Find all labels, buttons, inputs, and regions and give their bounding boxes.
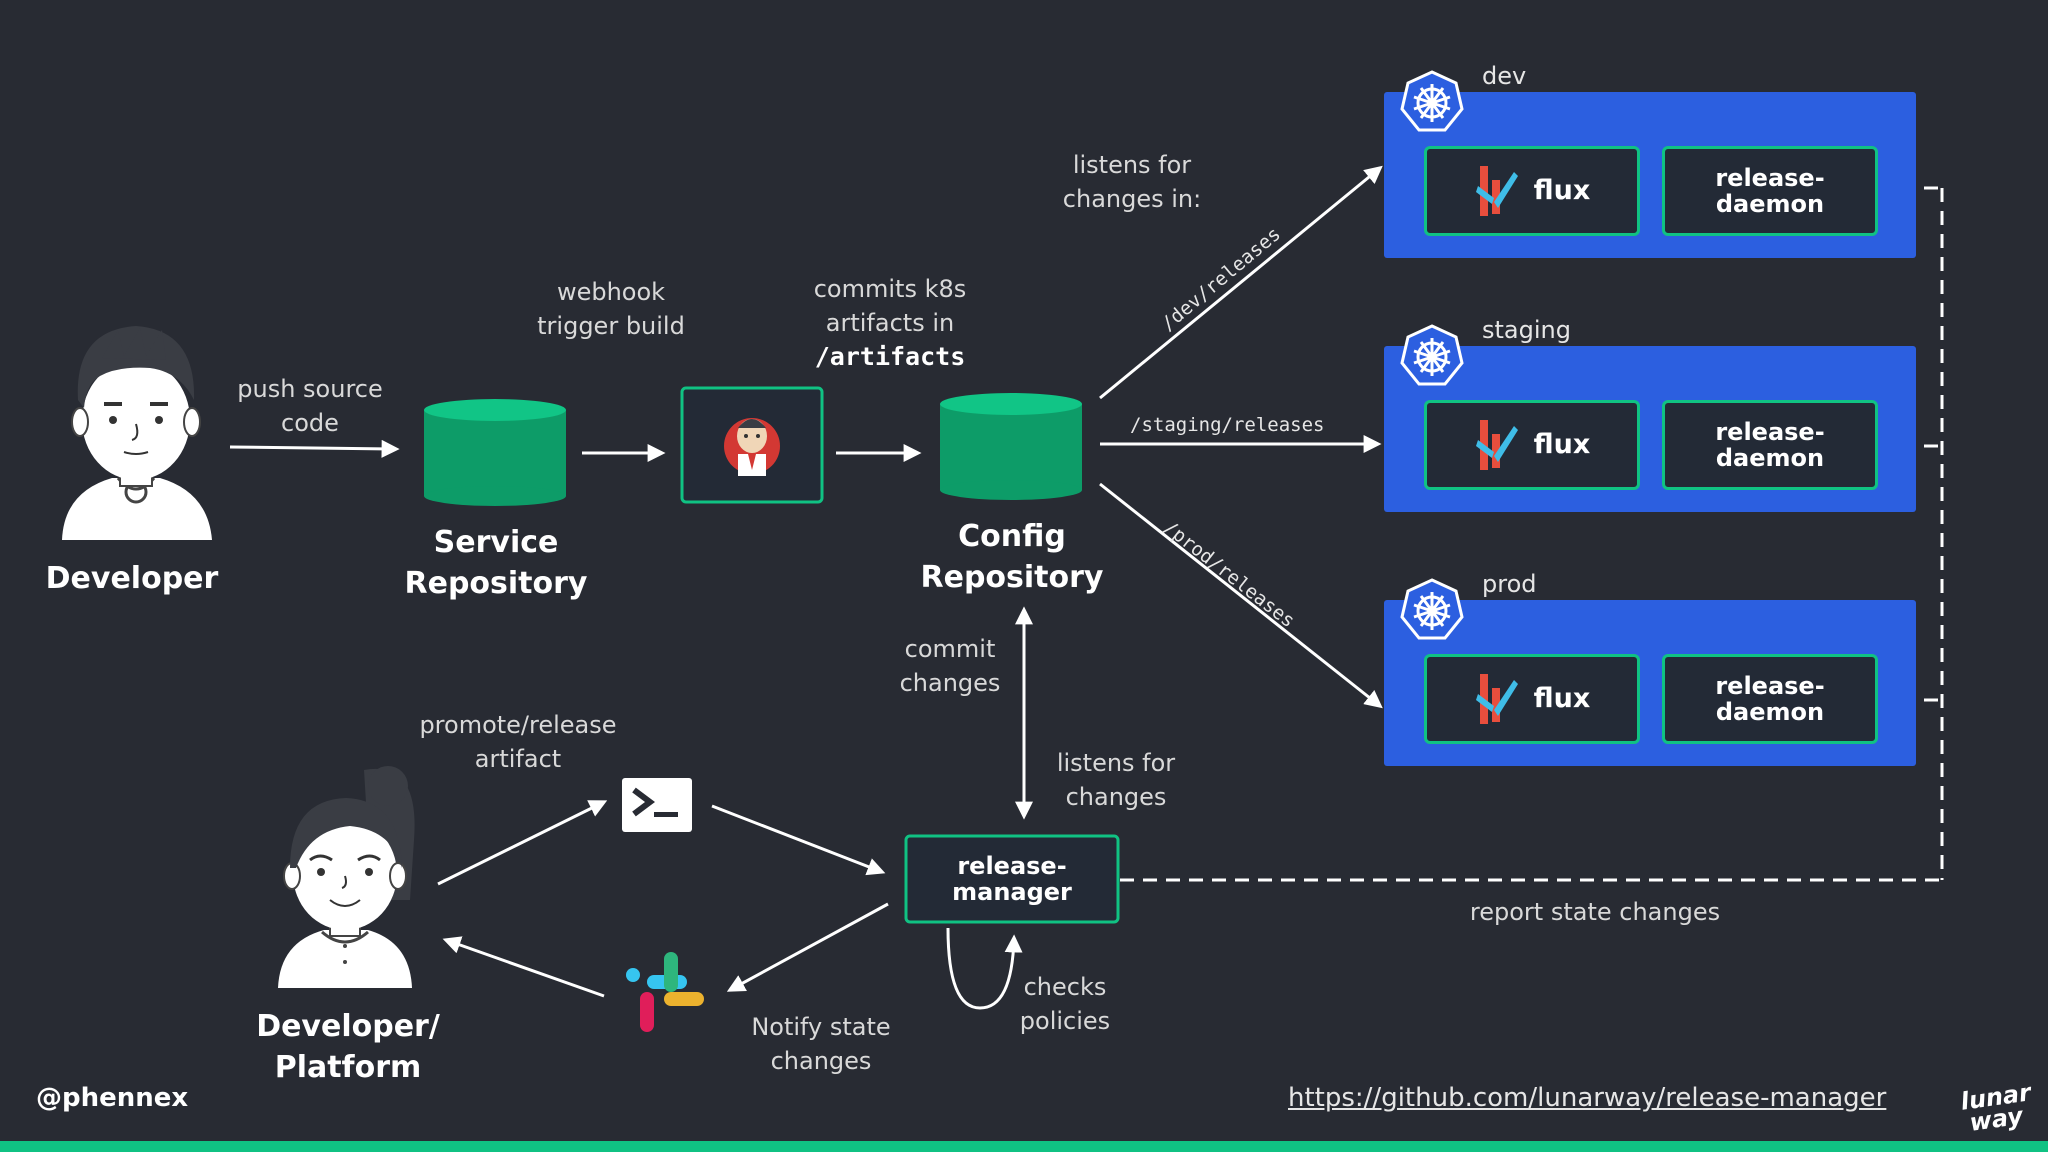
flux-component-staging: flux <box>1424 400 1640 490</box>
developer-label: Developer <box>45 561 219 596</box>
config-repository-database-icon <box>940 393 1082 500</box>
env-name-staging: staging <box>1482 316 1571 344</box>
arrow-slack-to-dev <box>442 936 605 998</box>
flux-label: flux <box>1533 683 1591 714</box>
jenkins-icon <box>724 418 780 476</box>
report-dashed-lines <box>1120 186 1944 882</box>
repository-link[interactable]: https://github.com/lunarway/release-mana… <box>1288 1083 1887 1113</box>
arrow-prod <box>1099 482 1383 709</box>
developer-avatar <box>62 326 212 540</box>
release-manager-label: release-manager <box>952 852 1072 906</box>
developer-platform-label: Developer/Platform <box>256 1009 440 1085</box>
arrow-push-source <box>229 439 400 458</box>
release-daemon-dev: release-daemon <box>1662 146 1878 236</box>
jenkins-node <box>680 386 824 504</box>
release-daemon-staging: release-daemon <box>1662 400 1878 490</box>
flux-icon <box>1475 674 1518 724</box>
terminal-icon <box>622 778 692 832</box>
developer-platform-avatar <box>278 766 415 988</box>
release-manager-box <box>904 834 1120 924</box>
flux-label: flux <box>1533 175 1591 206</box>
arrow-manager-to-slack <box>726 902 889 992</box>
flux-icon <box>1475 420 1518 470</box>
bottom-accent-bar <box>0 1141 2048 1152</box>
path-staging-label: /staging/releases <box>1130 414 1325 436</box>
arrow-terminal-to-manager <box>711 804 886 876</box>
arrow-checks-policies <box>946 927 1023 1010</box>
arrows <box>229 165 1383 1010</box>
env-name-dev: dev <box>1482 62 1527 90</box>
arrow-dev <box>1099 165 1383 400</box>
report-state-label: report state changes <box>1469 898 1721 926</box>
kubernetes-icon <box>1400 578 1464 640</box>
slack-icon <box>626 952 704 1032</box>
kubernetes-icon <box>1400 70 1464 132</box>
arrow-promote <box>437 800 608 886</box>
env-name-prod: prod <box>1482 570 1537 598</box>
flux-label: flux <box>1533 429 1591 460</box>
release-daemon-prod: release-daemon <box>1662 654 1878 744</box>
flux-icon <box>1475 166 1518 216</box>
flux-component-dev: flux <box>1424 146 1640 236</box>
flux-component-prod: flux <box>1424 654 1640 744</box>
author-handle: @phennex <box>36 1083 189 1113</box>
service-repository-database-icon <box>424 399 566 506</box>
kubernetes-icon <box>1400 324 1464 386</box>
